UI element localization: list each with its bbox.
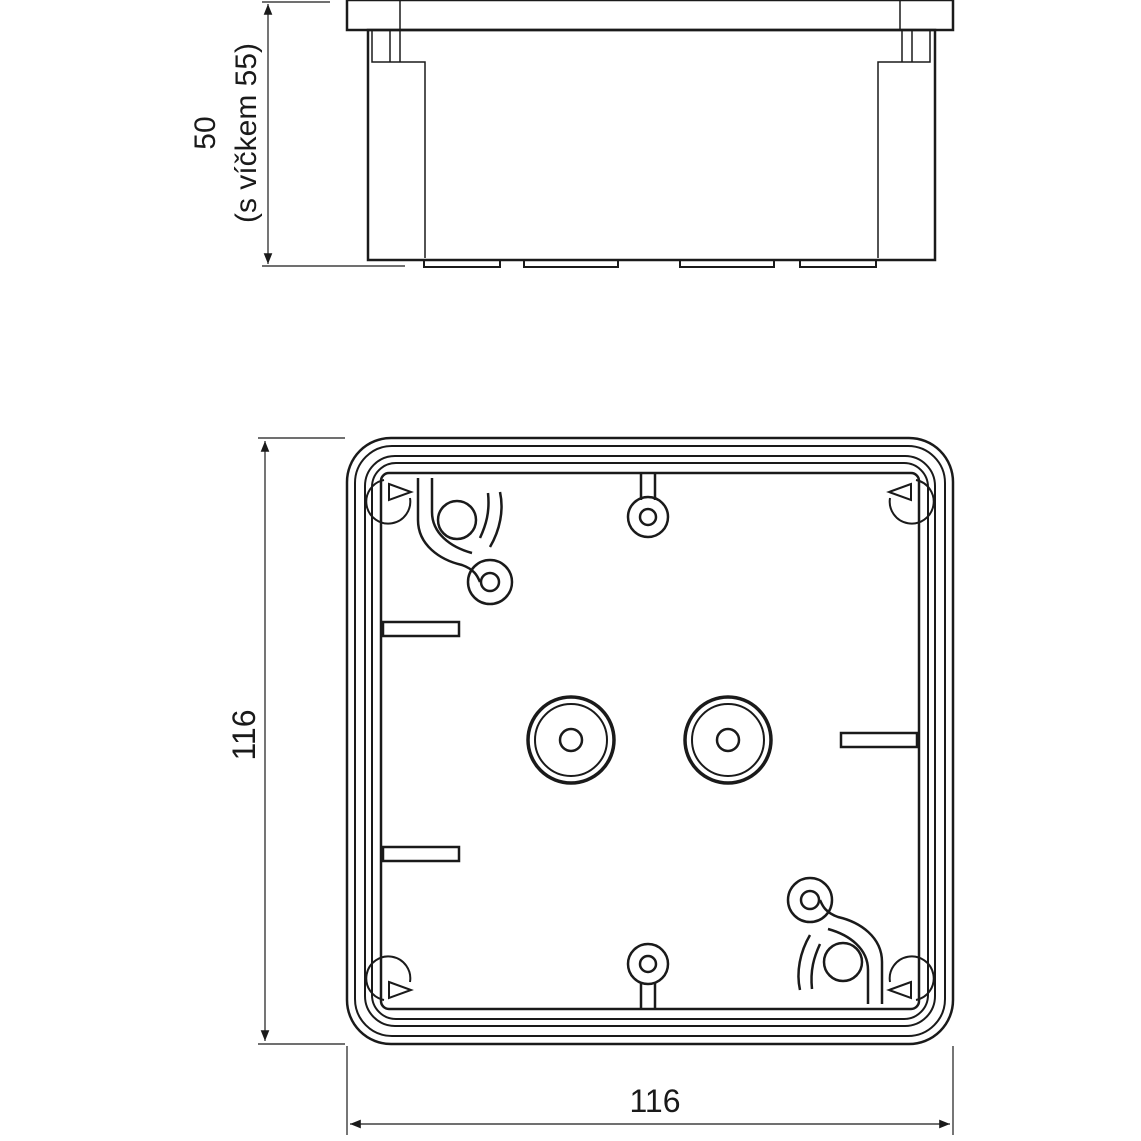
outer-rim-inner <box>354 445 946 1037</box>
foot <box>523 259 619 268</box>
boss-bottom-center <box>626 942 670 1008</box>
lid-height-note: (s víčkem 55) <box>230 43 263 223</box>
knockout-left <box>526 695 616 785</box>
side-height-label: 50 <box>189 116 222 149</box>
wall-rib-left-upper <box>381 620 461 638</box>
lid-groove-inner <box>371 462 929 1020</box>
foot <box>423 259 501 268</box>
top-height-label: 116 <box>226 709 262 760</box>
wall-rib-right <box>839 731 919 749</box>
corner-boss-top-right <box>886 479 935 525</box>
box-body <box>366 28 937 262</box>
lid-groove <box>364 455 936 1027</box>
top-width-label: 116 <box>629 1083 680 1119</box>
mounting-slot-top-left <box>416 478 514 606</box>
right-wall-rib <box>877 30 931 258</box>
top-view <box>345 436 955 1046</box>
knockout-right <box>683 695 773 785</box>
box-lid <box>345 0 955 32</box>
wall-rib-left-lower <box>381 845 461 863</box>
corner-boss-bottom-right <box>886 955 935 1001</box>
boss-top-center <box>626 474 670 539</box>
corner-boss-top-left <box>365 479 414 525</box>
inner-cavity <box>379 471 921 1011</box>
left-wall-rib <box>371 30 426 258</box>
side-view <box>345 0 955 268</box>
mounting-slot-bottom-right <box>786 876 884 1004</box>
foot <box>799 259 877 268</box>
outer-rim <box>345 436 955 1046</box>
side-height-dimension <box>262 1 405 267</box>
corner-boss-bottom-left <box>365 955 414 1001</box>
top-width-dimension <box>346 1046 954 1135</box>
top-height-dimension <box>258 437 345 1045</box>
foot <box>679 259 775 268</box>
